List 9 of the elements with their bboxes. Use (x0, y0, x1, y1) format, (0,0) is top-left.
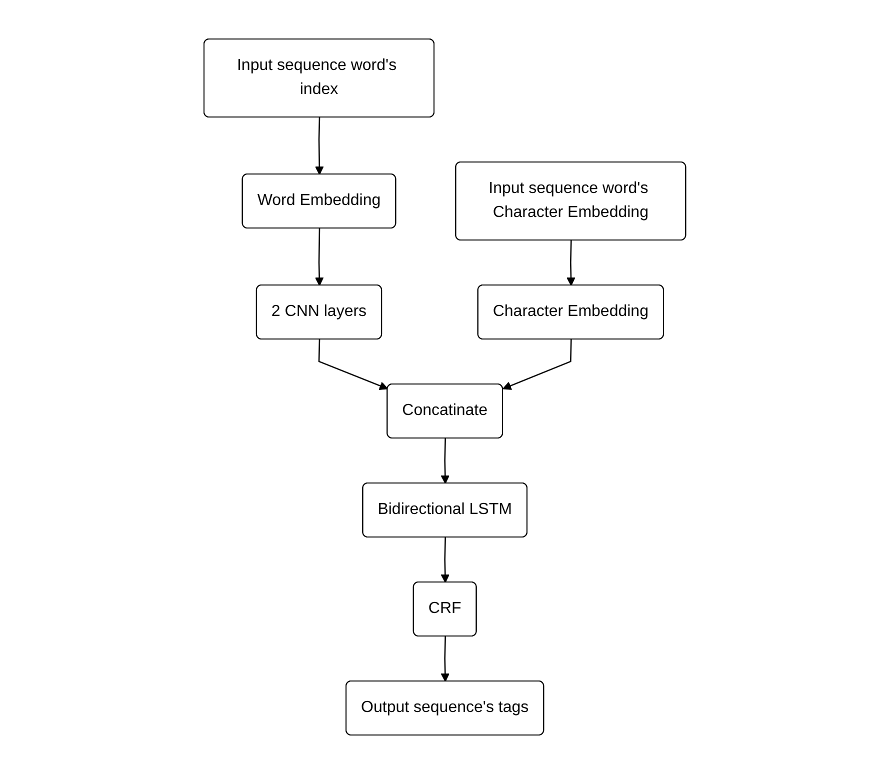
node-text: Input sequence word's index (236, 56, 396, 98)
arrow (314, 116, 324, 174)
arrow (440, 536, 450, 582)
arrow (440, 636, 450, 682)
arrow (440, 438, 450, 484)
arrow (318, 338, 388, 390)
arrow (502, 338, 572, 390)
arrow (314, 228, 324, 286)
arrow (566, 240, 576, 286)
